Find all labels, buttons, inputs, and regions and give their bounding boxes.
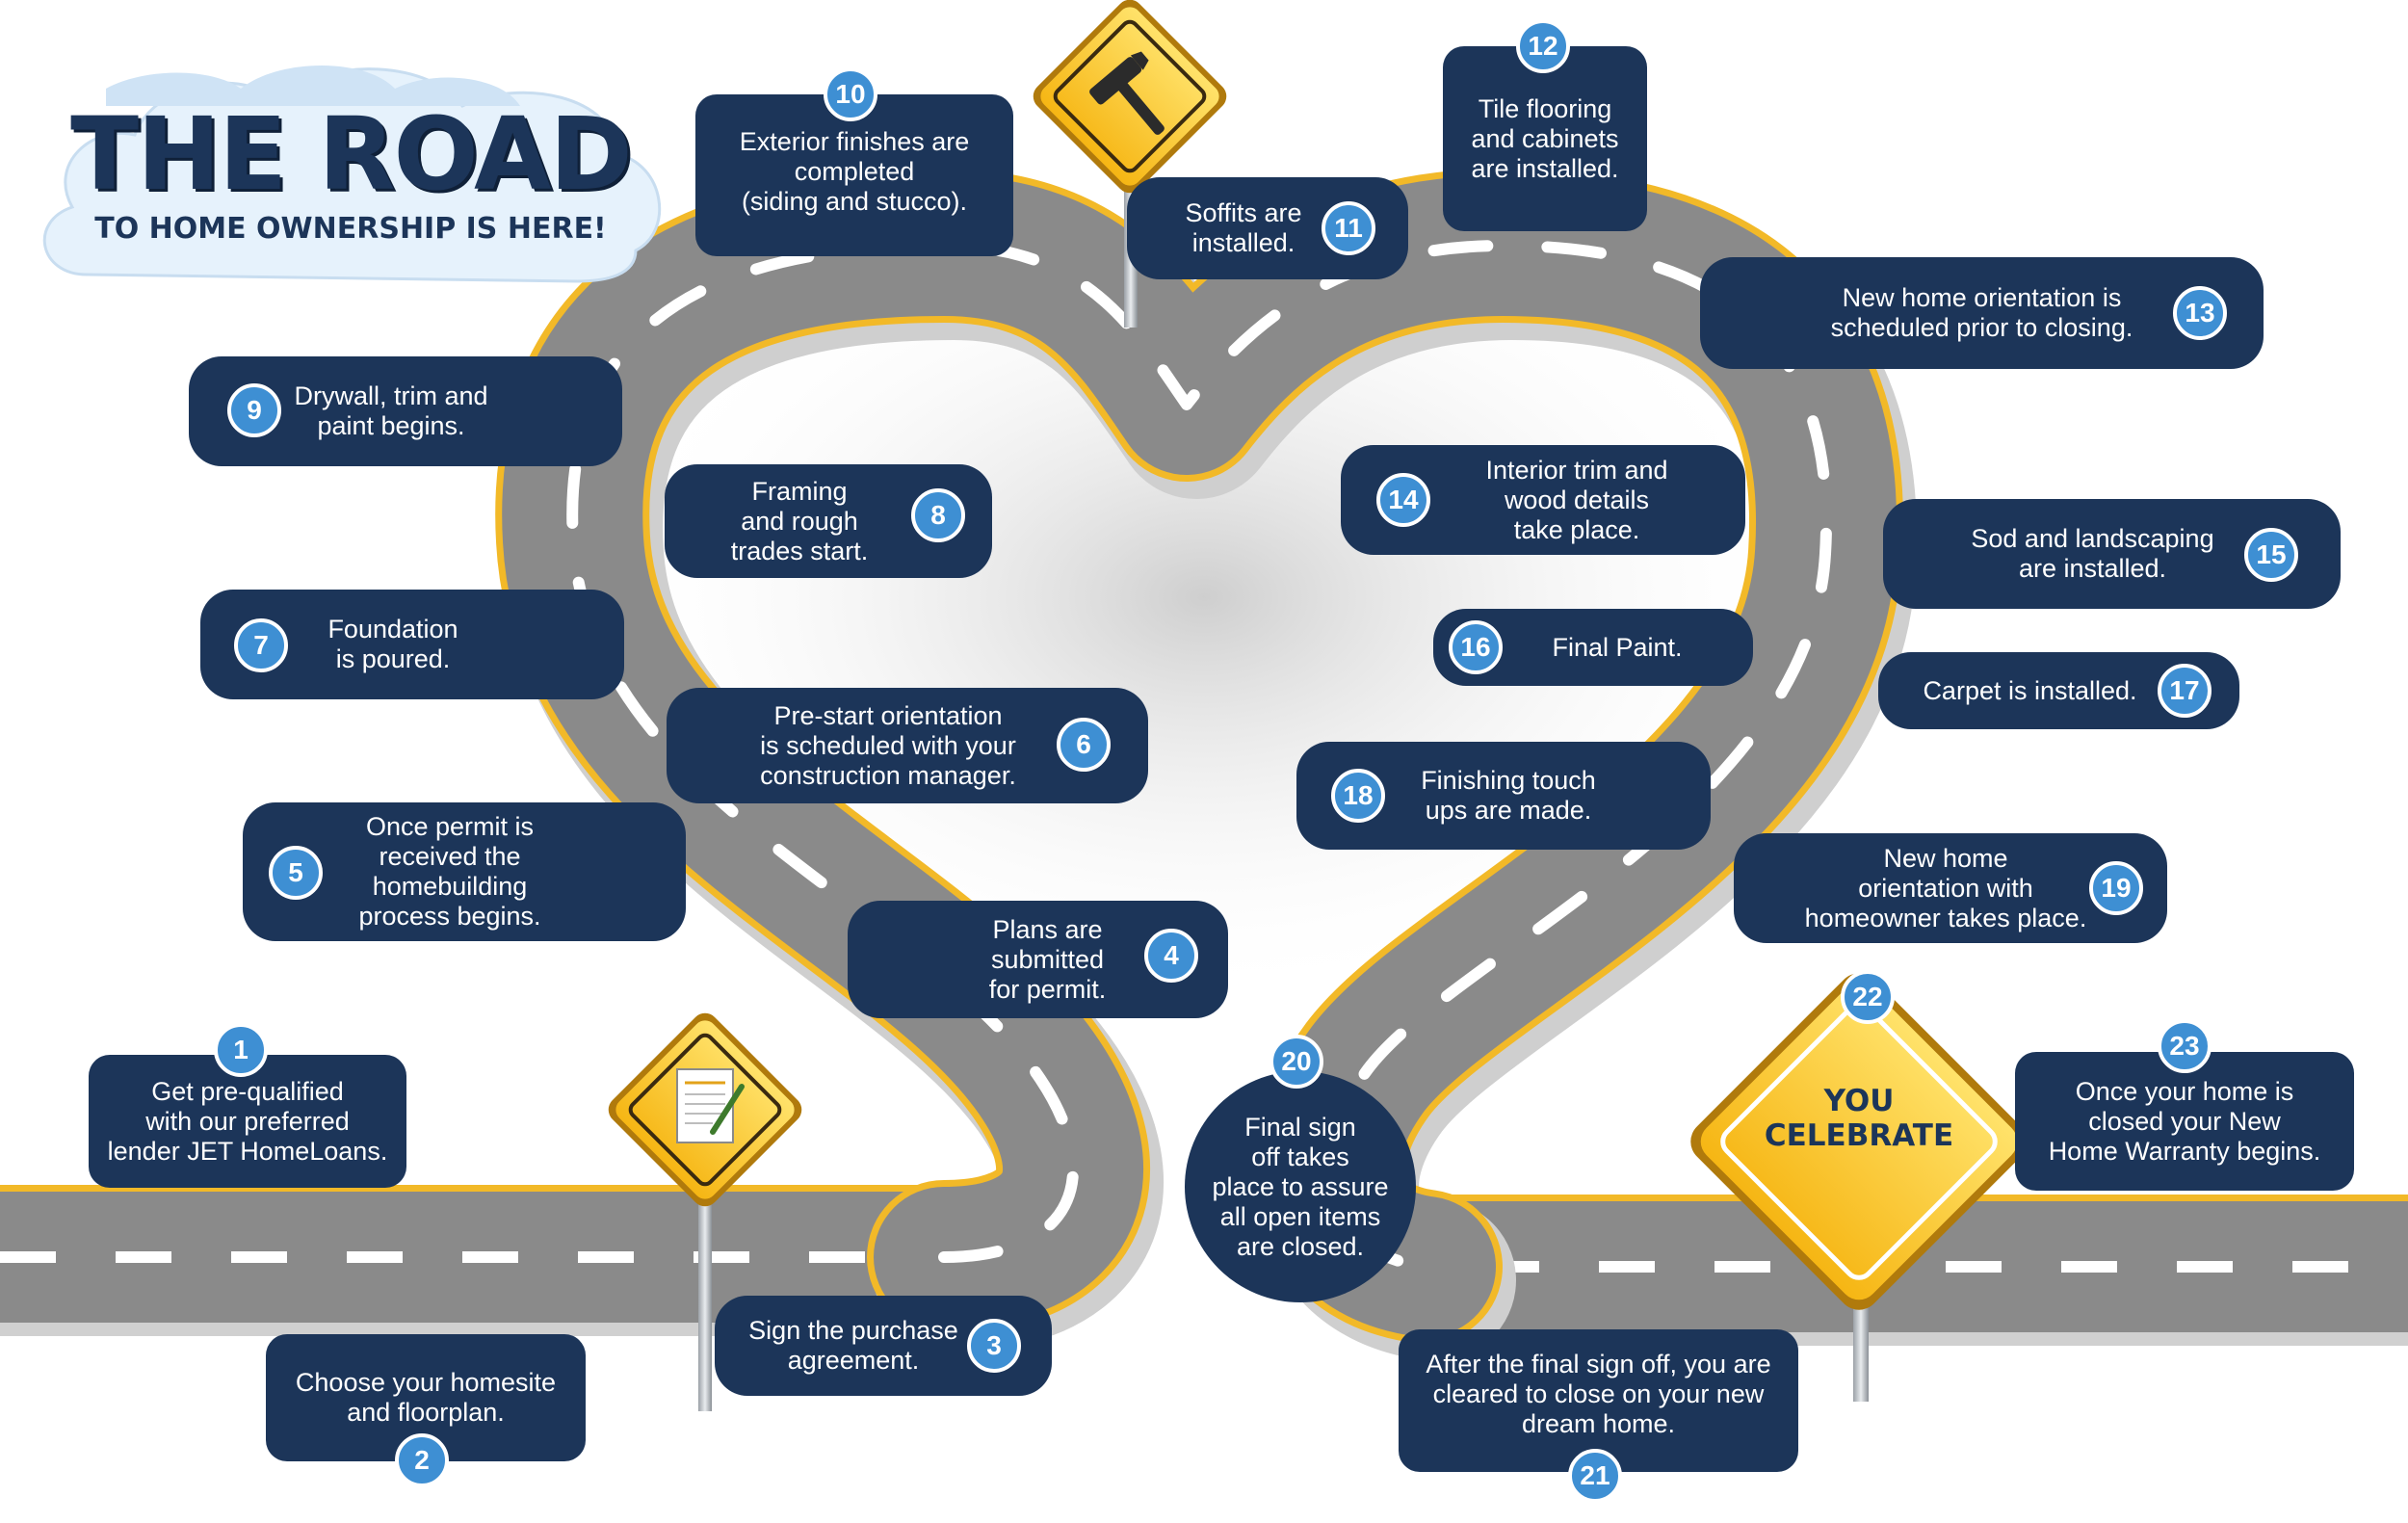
heart-road <box>495 169 1917 1361</box>
step-number: 5 <box>269 846 323 900</box>
step-number: 14 <box>1376 473 1430 527</box>
step-text: New home orientation is scheduled prior … <box>1830 283 2133 342</box>
celebrate-sign-icon <box>1690 973 2028 1402</box>
title-block: THE ROAD TO HOME OWNERSHIP IS HERE! <box>42 69 659 281</box>
step-text: Once your home is closed your New Home W… <box>2048 1076 2321 1166</box>
step-number: 20 <box>1269 1035 1323 1089</box>
step-number: 9 <box>227 383 281 437</box>
step-box: New home orientation with homeowner take… <box>1734 833 2167 943</box>
step-number: 21 <box>1568 1449 1622 1503</box>
step-text: Sign the purchase agreement. <box>748 1316 958 1375</box>
celebrate-sign-text: YOU CELEBRATE <box>1764 1084 1954 1153</box>
step-text: Carpet is installed. <box>1923 675 2137 705</box>
step-text: Exterior finishes are completed (siding … <box>739 127 970 216</box>
step-number: 1 <box>214 1023 268 1077</box>
step-box: Exterior finishes are completed (siding … <box>695 94 1013 256</box>
cloud-icon <box>42 66 662 283</box>
page-subtitle: TO HOME OWNERSHIP IS HERE! <box>94 212 607 246</box>
step-text: New home orientation with homeowner take… <box>1804 843 2087 932</box>
step-number: 4 <box>1144 929 1198 983</box>
step-box: After the final sign off, you are cleare… <box>1399 1329 1798 1472</box>
step-box: Final sign off takes place to assure all… <box>1185 1071 1416 1302</box>
step-number: 18 <box>1331 769 1385 823</box>
step-text: Sod and landscaping are installed. <box>1971 524 2214 583</box>
step-box: Pre-start orientation is scheduled with … <box>667 688 1148 803</box>
step-text: Once permit is received the homebuilding… <box>358 812 541 931</box>
step-number: 7 <box>234 618 288 672</box>
step-text: Pre-start orientation is scheduled with … <box>760 700 1016 790</box>
step-text: Drywall, trim and paint begins. <box>294 381 488 440</box>
step-number: 17 <box>2158 664 2212 718</box>
step-number: 3 <box>967 1319 1021 1373</box>
step-text: Foundation is poured. <box>327 615 458 673</box>
step-text: Tile flooring and cabinets are installed… <box>1471 94 1619 183</box>
step-text: Final Paint. <box>1552 632 1683 662</box>
step-number: 10 <box>824 67 877 121</box>
step-text: Choose your homesite and floorplan. <box>295 1368 557 1427</box>
step-text: Soffits are installed. <box>1185 198 1302 257</box>
hammer-sign-icon <box>1033 0 1227 328</box>
step-number: 12 <box>1516 19 1570 73</box>
step-box: Tile flooring and cabinets are installed… <box>1443 46 1647 231</box>
step-number: 22 <box>1841 970 1895 1024</box>
step-box: Drywall, trim and paint begins. <box>189 356 622 466</box>
step-number: 16 <box>1449 620 1503 674</box>
step-number: 15 <box>2244 528 2298 582</box>
step-text: Finishing touch ups are made. <box>1421 766 1596 825</box>
step-text: Final sign off takes place to assure all… <box>1212 1112 1389 1261</box>
step-text: After the final sign off, you are cleare… <box>1426 1349 1771 1438</box>
step-number: 13 <box>2173 286 2227 340</box>
step-number: 2 <box>395 1433 449 1487</box>
step-text: Interior trim and wood details take plac… <box>1485 455 1668 544</box>
step-number: 11 <box>1322 201 1375 255</box>
step-text: Get pre-qualified with our preferred len… <box>107 1076 388 1166</box>
step-number: 8 <box>911 488 965 542</box>
step-number: 19 <box>2089 861 2143 915</box>
page-title: THE ROAD <box>70 95 633 213</box>
step-text: Framing and rough trades start. <box>730 476 869 565</box>
step-box: New home orientation is scheduled prior … <box>1700 257 2264 369</box>
contract-sign-icon <box>608 1012 802 1411</box>
step-number: 23 <box>2158 1019 2212 1073</box>
step-box: Once your home is closed your New Home W… <box>2015 1052 2354 1191</box>
step-box: Plans are submitted for permit. <box>848 901 1228 1018</box>
step-box: Get pre-qualified with our preferred len… <box>89 1055 406 1188</box>
step-text: Plans are submitted for permit. <box>988 914 1107 1004</box>
step-number: 6 <box>1057 718 1111 772</box>
step-box: Choose your homesite and floorplan. <box>266 1334 586 1461</box>
